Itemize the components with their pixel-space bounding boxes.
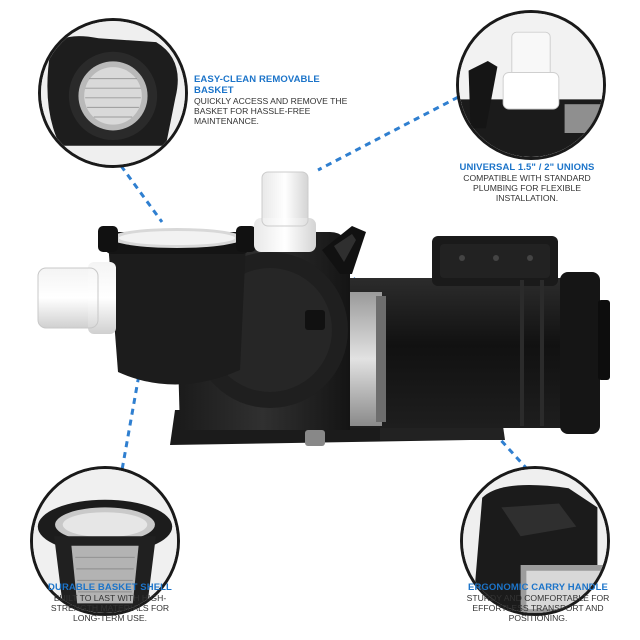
basket-feature-desc-line: BASKET FOR HASSLE-FREE bbox=[194, 106, 311, 116]
basket-feature-title: EASY-CLEAN REMOVABLE BASKET bbox=[194, 74, 320, 96]
pvc-union-icon bbox=[459, 13, 603, 157]
unions-feature-desc-line: PLUMBING FOR FLEXIBLE bbox=[473, 183, 581, 193]
handle-callout-circle bbox=[460, 466, 610, 616]
basket-feature-desc-line: MAINTENANCE. bbox=[194, 116, 259, 126]
shell-callout-circle bbox=[30, 466, 180, 616]
unions-feature-title: UNIVERSAL 1.5" / 2" UNIONS bbox=[459, 162, 595, 173]
basket-feature-text: EASY-CLEAN REMOVABLE BASKET QUICKLY ACCE… bbox=[194, 74, 354, 126]
unions-callout-circle bbox=[456, 10, 606, 160]
unions-feature-desc-line: INSTALLATION. bbox=[495, 193, 559, 203]
shell-feature-desc-line: LONG-TERM USE. bbox=[72, 613, 147, 623]
shell-feature-desc-line: BUILT TO LAST WITH HIGH- bbox=[53, 593, 167, 603]
basket-feature-desc-line: QUICKLY ACCESS AND REMOVE THE bbox=[194, 96, 348, 106]
shell-feature-title: DURABLE BASKET SHELL bbox=[48, 582, 172, 593]
handle-feature-desc-line: POSITIONING. bbox=[508, 613, 568, 623]
basket-shell-icon bbox=[33, 469, 177, 613]
unions-feature-desc-line: COMPATIBLE WITH STANDARD bbox=[463, 173, 591, 183]
shell-feature-text: DURABLE BASKET SHELL BUILT TO LAST WITH … bbox=[22, 582, 198, 623]
handle-feature-text: ERGONOMIC CARRY HANDLE STURDY AND COMFOR… bbox=[446, 582, 630, 623]
strainer-basket-icon bbox=[41, 21, 185, 165]
shell-feature-desc-line: STRENGTH MATERIALS FOR bbox=[50, 603, 170, 613]
carry-handle-icon bbox=[463, 469, 607, 613]
handle-feature-desc-line: STURDY AND COMFORTABLE FOR bbox=[466, 593, 610, 603]
handle-feature-title: ERGONOMIC CARRY HANDLE bbox=[468, 582, 608, 593]
unions-feature-text: UNIVERSAL 1.5" / 2" UNIONS COMPATIBLE WI… bbox=[438, 162, 616, 203]
basket-callout-circle bbox=[38, 18, 188, 168]
handle-feature-desc-line: EFFORTLESS TRANSPORT AND bbox=[472, 603, 604, 613]
